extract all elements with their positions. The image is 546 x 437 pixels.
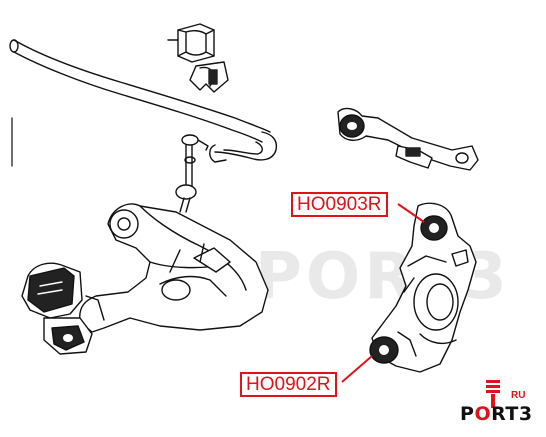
brand-text-prefix: P xyxy=(460,403,475,425)
part-label-lower: HO0902R xyxy=(240,372,337,397)
upper-link-arm xyxy=(337,107,479,171)
leader-line-upper xyxy=(397,203,425,223)
brand-text-accent: O xyxy=(474,403,492,425)
stabilizer-link xyxy=(175,134,209,213)
brand-logo-text: PORT3 xyxy=(460,403,533,425)
brand-piston-icon xyxy=(486,380,500,408)
stabilizer-bushing xyxy=(167,23,229,93)
brand-text-suffix: RT3 xyxy=(491,403,533,425)
stabilizer-bar xyxy=(9,39,278,163)
upper-control-arm xyxy=(79,203,269,333)
rear-knuckle xyxy=(369,202,477,373)
leader-line-lower xyxy=(341,355,373,383)
part-label-upper: HO0903R xyxy=(291,192,388,217)
brand-tld: RU xyxy=(511,390,526,401)
left-bushing-assembly xyxy=(21,262,105,355)
